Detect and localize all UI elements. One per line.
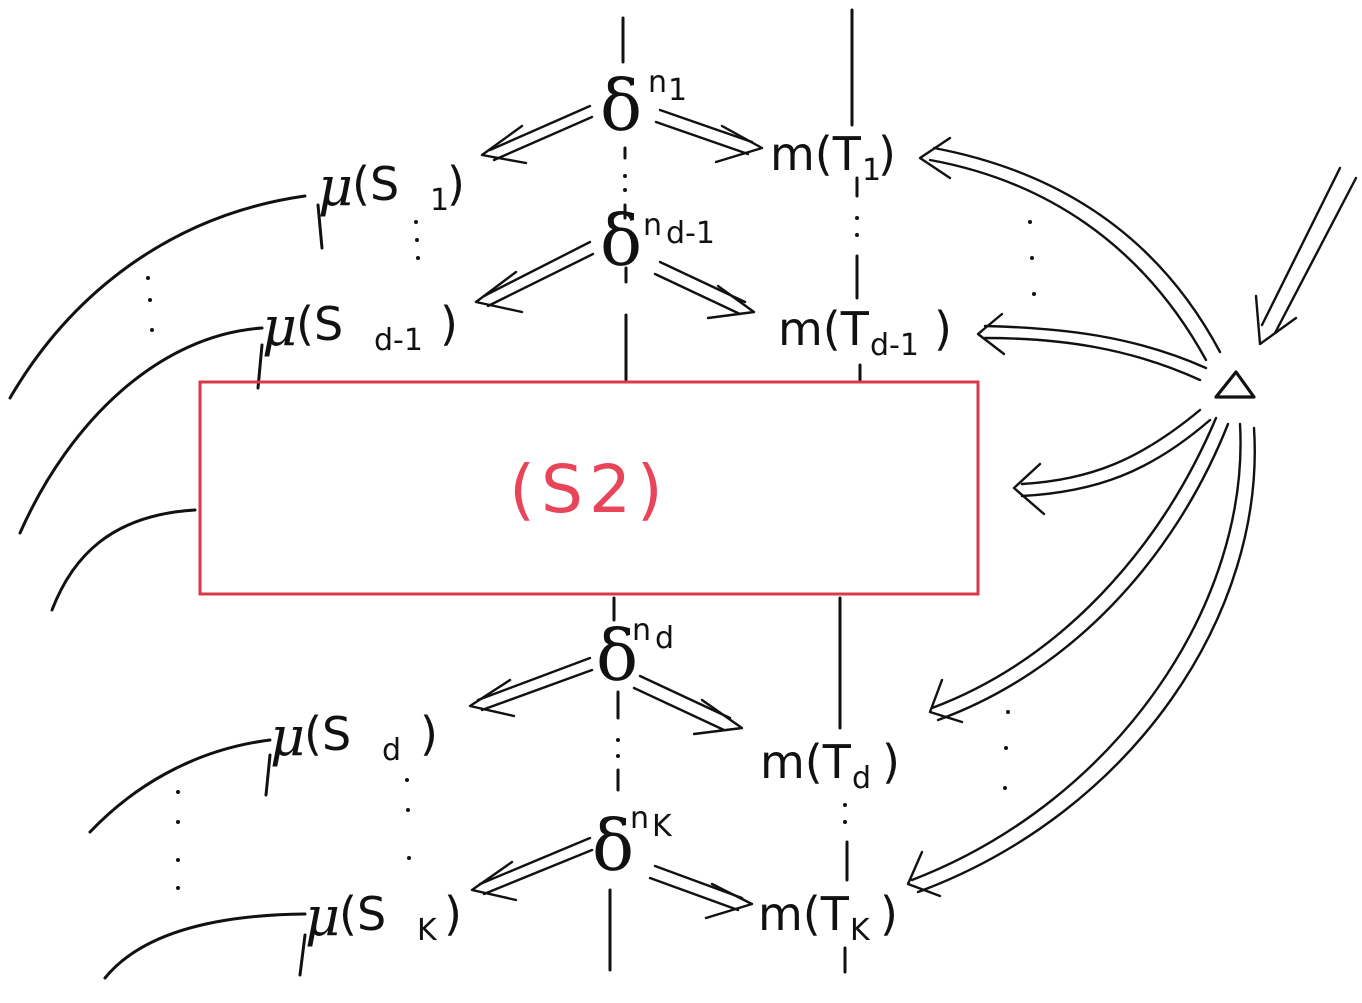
delta-exp: n xyxy=(630,801,649,836)
mu-s-3: μ (S d ) xyxy=(270,705,438,768)
arrow-tri-to-t1 xyxy=(918,136,1222,362)
delta-node-2: δ n d-1 xyxy=(600,200,715,282)
s-open: (S xyxy=(304,707,351,761)
delta-exp-sub: d xyxy=(655,621,674,656)
t-prefix: m(T xyxy=(770,127,862,181)
mu-glyph: μ xyxy=(270,705,305,768)
arrow-delta3-to-t3 xyxy=(632,674,744,736)
m-t-2: m(T d-1 ) xyxy=(778,302,952,363)
apex-triangle xyxy=(1214,370,1256,399)
delta-exp: n xyxy=(632,613,651,648)
arrow-tri-to-box xyxy=(1012,408,1212,516)
s-sub: d-1 xyxy=(374,323,423,358)
s-close: ) xyxy=(420,707,438,761)
mu-s-2: μ (S d-1 ) xyxy=(262,295,458,358)
s-sub: K xyxy=(417,913,438,948)
mu-glyph: μ xyxy=(305,885,340,948)
delta-exp-sub: d-1 xyxy=(666,216,715,251)
right-arrow-dots xyxy=(1003,220,1036,790)
delta-exp: n xyxy=(648,65,667,100)
mu-s-1: μ (S 1 ) xyxy=(318,155,465,218)
t-close: ) xyxy=(880,887,898,941)
s-close: ) xyxy=(444,887,462,941)
t-prefix: m(T xyxy=(778,302,870,356)
delta-glyph: δ xyxy=(600,65,642,147)
delta-glyph: δ xyxy=(596,615,638,697)
arrow-delta2-to-t2 xyxy=(653,260,756,320)
delta-spine xyxy=(608,16,628,972)
t-sub: d xyxy=(852,761,871,796)
arrow-delta4-to-s4 xyxy=(470,836,594,902)
t-close: ) xyxy=(882,735,900,789)
t-close: ) xyxy=(934,302,952,356)
t-sub: d-1 xyxy=(870,328,919,363)
arrow-tri-to-t3 xyxy=(928,416,1230,724)
m-t-3: m(T d ) xyxy=(760,735,900,796)
s-sub: d xyxy=(382,733,401,768)
s-sub: 1 xyxy=(430,183,449,218)
s-open: (S xyxy=(296,297,343,351)
t-prefix: m(T xyxy=(758,887,850,941)
s-close: ) xyxy=(447,157,465,211)
mu-glyph: μ xyxy=(318,155,353,218)
delta-exp-sub: 1 xyxy=(668,73,687,108)
delta-glyph: δ xyxy=(600,200,642,282)
mu-glyph: μ xyxy=(262,295,297,358)
arrow-delta2-to-s2 xyxy=(474,240,595,314)
s-open: (S xyxy=(352,157,399,211)
arrow-delta1-to-s1 xyxy=(480,104,594,165)
left-curves xyxy=(8,194,324,980)
arrow-delta1-to-t1 xyxy=(654,108,764,164)
arrow-tri-to-t2 xyxy=(976,312,1208,382)
s2-label: (S2) xyxy=(509,451,668,528)
s-close: ) xyxy=(440,297,458,351)
arrow-delta4-to-t4 xyxy=(648,864,754,920)
mu-s-4: μ (S K ) xyxy=(305,885,462,948)
delta-node-4: δ n K xyxy=(592,801,673,887)
dots-s3-s4 xyxy=(405,778,411,860)
delta-exp: n xyxy=(643,208,662,243)
arrow-into-triangle xyxy=(1254,166,1358,346)
t-spine xyxy=(838,8,862,974)
delta-node-1: δ n 1 xyxy=(600,65,687,147)
arrow-delta3-to-s3 xyxy=(468,656,594,718)
delta-glyph: δ xyxy=(592,805,634,887)
dots-s1-s2 xyxy=(414,220,420,260)
s-open: (S xyxy=(339,887,386,941)
t-close: ) xyxy=(878,127,896,181)
m-t-1: m(T 1 ) xyxy=(770,127,896,188)
left-curve-dots xyxy=(146,276,180,890)
t-sub: K xyxy=(850,913,871,948)
delta-exp-sub: K xyxy=(652,809,673,844)
t-sub: 1 xyxy=(862,153,881,188)
t-prefix: m(T xyxy=(760,735,852,789)
s2-box: (S2) xyxy=(198,380,980,596)
arrow-tri-to-t4 xyxy=(906,422,1256,898)
m-t-4: m(T K ) xyxy=(758,887,898,948)
delta-node-3: δ n d xyxy=(596,613,674,697)
